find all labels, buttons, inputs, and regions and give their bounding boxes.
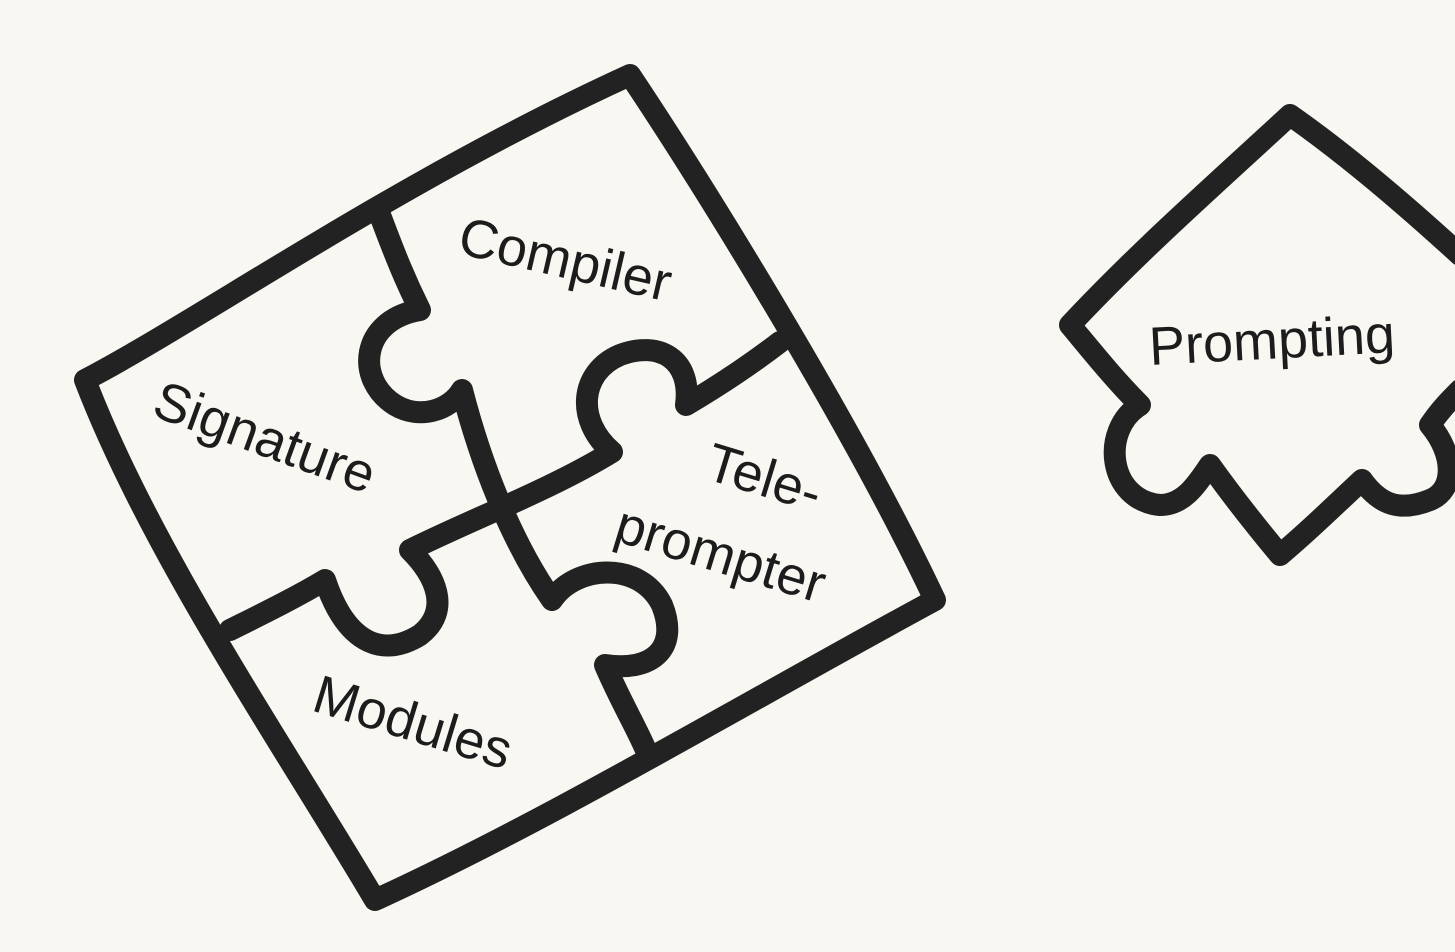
label-compiler: Compiler <box>453 206 677 313</box>
label-modules: Modules <box>306 664 519 781</box>
prompting-outline <box>1059 104 1455 566</box>
puzzle-assembled <box>74 64 946 911</box>
puzzle-outline <box>74 64 946 911</box>
label-prompting: Prompting <box>1147 304 1396 377</box>
horizontal-divider <box>219 331 791 657</box>
puzzle-piece-prompting <box>1059 104 1455 566</box>
label-tele: Tele- <box>699 432 828 524</box>
label-signature: Signature <box>146 370 384 505</box>
